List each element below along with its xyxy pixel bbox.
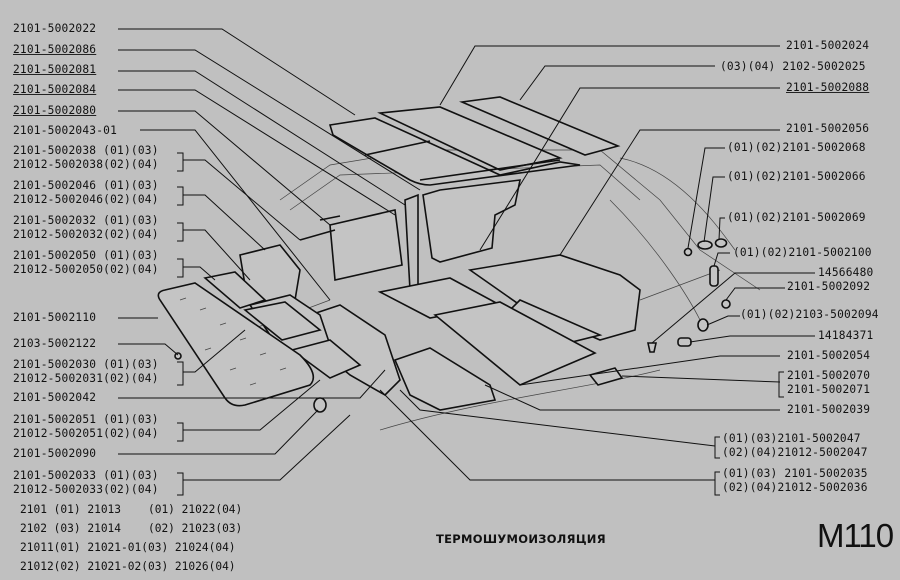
part-label-line1[interactable]: 2101-5002051 (01)(03) bbox=[13, 413, 159, 426]
part-label[interactable]: 2101-5002080 bbox=[13, 104, 97, 117]
part-label[interactable]: 2101-5002081 bbox=[13, 63, 97, 76]
part-label[interactable]: 2101-5002042 bbox=[13, 391, 97, 404]
front-mat-front[interactable] bbox=[290, 339, 362, 379]
part-label-line2[interactable]: (02)(04)21012-5002036 bbox=[722, 481, 868, 494]
part-label-line1[interactable]: 2101-5002070 bbox=[787, 369, 871, 382]
legend-row: 21011(01) 21021-01(03) 21024(04) bbox=[20, 541, 236, 554]
bushing-14184371[interactable] bbox=[677, 337, 692, 347]
grommet-94[interactable] bbox=[697, 318, 709, 332]
hood-pad-texture bbox=[179, 297, 287, 386]
part-label-line1[interactable]: 2101-5002038 (01)(03) bbox=[13, 144, 159, 157]
label-brackets bbox=[177, 152, 784, 496]
part-label[interactable]: (01)(02)2103-5002094 bbox=[740, 308, 879, 321]
part-label-line2[interactable]: 21012-5002050(02)(04) bbox=[13, 263, 159, 276]
part-label[interactable]: (03)(04) 2102-5002025 bbox=[720, 60, 866, 73]
part-label[interactable]: 2101-5002056 bbox=[786, 122, 870, 135]
part-label-line2[interactable]: 21012-5002046(02)(04) bbox=[13, 193, 159, 206]
plug-66[interactable] bbox=[697, 240, 713, 250]
front-floor-panel-right[interactable] bbox=[433, 301, 597, 386]
part-label-line2[interactable]: (02)(04)21012-5002047 bbox=[722, 446, 868, 459]
grommet-92[interactable] bbox=[721, 299, 731, 309]
legend-row: 2101 (01) 21013 (01) 21022(04) bbox=[20, 503, 243, 516]
hood-insulation-pad[interactable] bbox=[157, 282, 315, 407]
plug-2103-5002122[interactable] bbox=[174, 352, 182, 360]
part-label-line1[interactable]: 2101-5002033 (01)(03) bbox=[13, 469, 159, 482]
sheet-code: M110 bbox=[817, 517, 894, 554]
part-label[interactable]: 2101-5002043-01 bbox=[13, 124, 118, 137]
front-floor-panel-left[interactable] bbox=[393, 347, 497, 411]
plug-100[interactable] bbox=[709, 265, 719, 287]
part-label-line2[interactable]: 21012-5002038(02)(04) bbox=[13, 158, 159, 171]
front-mat-left[interactable] bbox=[203, 271, 267, 309]
roof-panel-rear-wagon[interactable] bbox=[459, 96, 621, 156]
model-code-legend: 2101 (01) 21013 (01) 21022(04) 2102 (03)… bbox=[20, 500, 242, 576]
roof-panel-front[interactable] bbox=[328, 117, 581, 186]
part-label[interactable]: 2101-5002022 bbox=[13, 22, 97, 35]
part-label[interactable]: 14566480 bbox=[818, 266, 874, 279]
rear-pillar-panel[interactable] bbox=[422, 179, 522, 263]
legend-row: 2102 (03) 21014 (02) 21023(03) bbox=[20, 522, 243, 535]
part-label[interactable]: 14184371 bbox=[818, 329, 874, 342]
part-label[interactable]: (01)(02)2101-5002100 bbox=[733, 246, 872, 259]
part-label-line2[interactable]: 21012-5002032(02)(04) bbox=[13, 228, 159, 241]
plug-69[interactable] bbox=[714, 238, 728, 248]
part-label[interactable]: 2101-5002110 bbox=[13, 311, 97, 324]
leader-lines-right bbox=[379, 45, 815, 481]
part-label-line1[interactable]: 2101-5002050 (01)(03) bbox=[13, 249, 159, 262]
part-label[interactable]: 2101-5002090 bbox=[13, 447, 97, 460]
front-mat-middle[interactable] bbox=[243, 301, 322, 341]
part-label-line1[interactable]: (01)(03)2101-5002047 bbox=[722, 432, 861, 445]
plug-2101-5002090[interactable] bbox=[313, 397, 327, 413]
part-label[interactable]: 2101-5002086 bbox=[13, 43, 97, 56]
part-label[interactable]: 2101-5002024 bbox=[786, 39, 870, 52]
legend-row: 21012(02) 21021-02(03) 21026(04) bbox=[20, 560, 236, 573]
part-label-line1[interactable]: (01)(03) 2101-5002035 bbox=[722, 467, 868, 480]
part-label[interactable]: (01)(02)2101-5002069 bbox=[727, 211, 866, 224]
leader-lines-left bbox=[118, 28, 421, 481]
diagram-title: ТЕРМОШУМОИЗОЛЯЦИЯ bbox=[436, 532, 606, 546]
part-label[interactable]: 2101-5002054 bbox=[787, 349, 871, 362]
part-label-line2[interactable]: 2101-5002071 bbox=[787, 383, 871, 396]
part-label[interactable]: 2101-5002084 bbox=[13, 83, 97, 96]
part-label-line2[interactable]: 21012-5002051(02)(04) bbox=[13, 427, 159, 440]
clip-14566480[interactable] bbox=[647, 342, 657, 353]
roof-panel-rear[interactable] bbox=[377, 106, 563, 171]
plug-68[interactable] bbox=[683, 247, 693, 257]
part-label[interactable]: 2101-5002039 bbox=[787, 403, 871, 416]
part-label[interactable]: (01)(02)2101-5002066 bbox=[727, 170, 866, 183]
part-label-line1[interactable]: 2101-5002046 (01)(03) bbox=[13, 179, 159, 192]
part-label-line2[interactable]: 21012-5002033(02)(04) bbox=[13, 483, 159, 496]
part-label-line1[interactable]: 2101-5002030 (01)(03) bbox=[13, 358, 159, 371]
part-label[interactable]: (01)(02)2101-5002068 bbox=[727, 141, 866, 154]
part-label[interactable]: 2101-5002088 bbox=[786, 81, 870, 94]
pad-70-71[interactable] bbox=[588, 367, 624, 386]
part-label-line1[interactable]: 2101-5002032 (01)(03) bbox=[13, 214, 159, 227]
part-label[interactable]: 2103-5002122 bbox=[13, 337, 97, 350]
center-pillar-panel[interactable] bbox=[329, 209, 403, 281]
part-label[interactable]: 2101-5002092 bbox=[787, 280, 871, 293]
part-label-line2[interactable]: 21012-5002031(02)(04) bbox=[13, 372, 159, 385]
